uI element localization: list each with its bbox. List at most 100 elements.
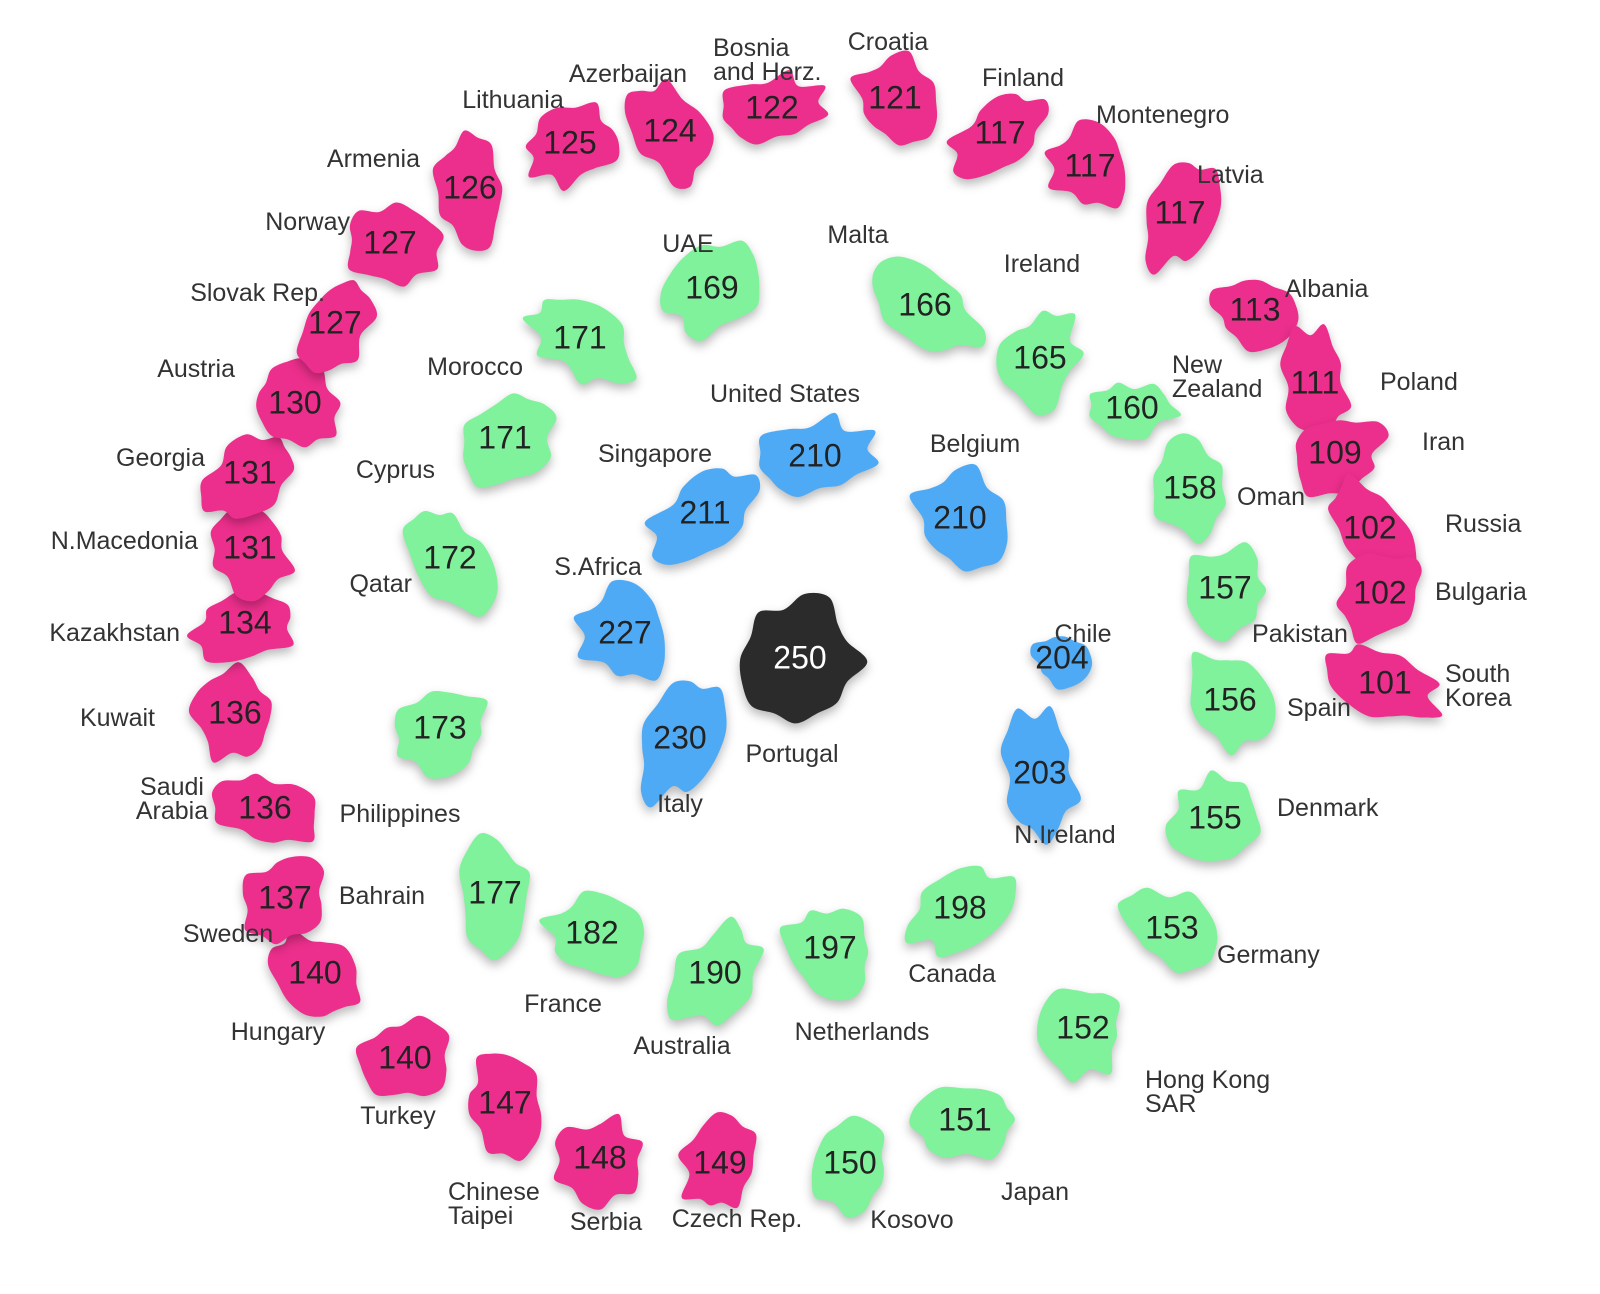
country-label-oman: Oman xyxy=(1237,483,1305,511)
country-shape-pakistan xyxy=(1186,542,1267,642)
value-label-russia: 102 xyxy=(1343,509,1396,545)
value-label-new-zealand: 160 xyxy=(1105,389,1158,425)
country-label-france: France xyxy=(524,990,602,1018)
value-label-portugal: 250 xyxy=(773,639,826,675)
country-label-hungary: Hungary xyxy=(231,1018,326,1046)
value-label-latvia: 117 xyxy=(1154,194,1205,230)
country-label-serbia: Serbia xyxy=(570,1208,642,1236)
value-label-spain: 156 xyxy=(1203,681,1256,717)
country-label-spain: Spain xyxy=(1287,694,1351,722)
country-kazakhstan: 134 Kazakhstan xyxy=(49,590,294,663)
country-label-sweden: Sweden xyxy=(183,920,273,948)
country-shape-denmark xyxy=(1165,770,1261,862)
value-label-chile: 204 xyxy=(1035,639,1088,675)
value-label-lithuania: 125 xyxy=(543,124,596,160)
country-shape-armenia xyxy=(432,130,503,251)
country-label-uae: UAE xyxy=(662,230,713,258)
value-label-south-korea: 101 xyxy=(1358,664,1411,700)
country-shape-japan xyxy=(909,1086,1015,1160)
country-label-latvia: Latvia xyxy=(1197,161,1264,189)
country-label-norway: Norway xyxy=(265,208,350,236)
country-shape-malta xyxy=(872,256,986,352)
country-label-chile: Chile xyxy=(1055,620,1112,648)
value-label-serbia: 148 xyxy=(573,1139,626,1175)
country-shape-bosnia-and-herz xyxy=(722,70,829,145)
country-shape-croatia xyxy=(850,50,938,146)
country-shape-spain xyxy=(1190,651,1276,756)
country-shape-chile xyxy=(1030,636,1093,690)
country-shape-georgia xyxy=(200,434,295,519)
country-shape-canada xyxy=(904,865,1017,958)
country-shape-montenegro xyxy=(1044,119,1126,209)
country-shape-bulgaria xyxy=(1336,553,1422,644)
country-shape-austria xyxy=(256,358,341,448)
value-label-hong-kong-sar: 152 xyxy=(1056,1009,1109,1045)
country-shape-portugal xyxy=(739,592,868,724)
country-shape-ireland xyxy=(996,310,1084,416)
country-shape-n-macedonia xyxy=(210,509,295,602)
country-shape-sweden xyxy=(242,856,325,945)
country-label-croatia: Croatia xyxy=(848,28,929,56)
country-label-kuwait: Kuwait xyxy=(80,704,155,732)
value-label-kazakhstan: 134 xyxy=(218,604,271,640)
country-shape-italy xyxy=(640,680,727,808)
value-label-singapore: 211 xyxy=(679,494,730,530)
country-shape-belgium xyxy=(909,464,1008,572)
value-label-norway: 127 xyxy=(363,224,416,260)
value-label-azerbaijan: 124 xyxy=(643,112,696,148)
value-label-montenegro: 117 xyxy=(1064,147,1115,183)
country-label-s-africa: S.Africa xyxy=(554,553,642,581)
value-label-finland: 117 xyxy=(974,114,1025,150)
country-label-kazakhstan: Kazakhstan xyxy=(49,619,180,647)
country-shape-n-ireland xyxy=(1000,706,1081,845)
value-label-czech-rep: 149 xyxy=(693,1144,746,1180)
country-label-austria: Austria xyxy=(157,355,235,383)
country-label-n-ireland: N.Ireland xyxy=(1014,821,1115,849)
value-label-albania: 113 xyxy=(1229,291,1280,327)
country-shape-lithuania xyxy=(525,102,620,192)
value-label-kuwait: 136 xyxy=(208,694,261,730)
country-label-armenia: Armenia xyxy=(327,145,420,173)
value-label-armenia: 126 xyxy=(443,169,496,205)
value-label-poland: 111 xyxy=(1291,364,1340,400)
country-label-australia: Australia xyxy=(633,1032,730,1060)
country-shape-kosovo xyxy=(811,1115,885,1218)
value-label-bulgaria: 102 xyxy=(1353,574,1406,610)
country-shape-russia xyxy=(1328,473,1417,579)
country-label-azerbaijan: Azerbaijan xyxy=(569,60,687,88)
country-shape-norway xyxy=(347,202,444,287)
country-label-netherlands: Netherlands xyxy=(795,1018,930,1046)
country-label-n-macedonia: N.Macedonia xyxy=(51,527,198,555)
country-label-kosovo: Kosovo xyxy=(870,1206,953,1234)
country-shape-turkey xyxy=(355,1015,450,1097)
country-label-qatar: Qatar xyxy=(349,570,412,598)
value-label-sweden: 137 xyxy=(258,879,311,915)
country-label-bulgaria: Bulgaria xyxy=(1435,578,1527,606)
